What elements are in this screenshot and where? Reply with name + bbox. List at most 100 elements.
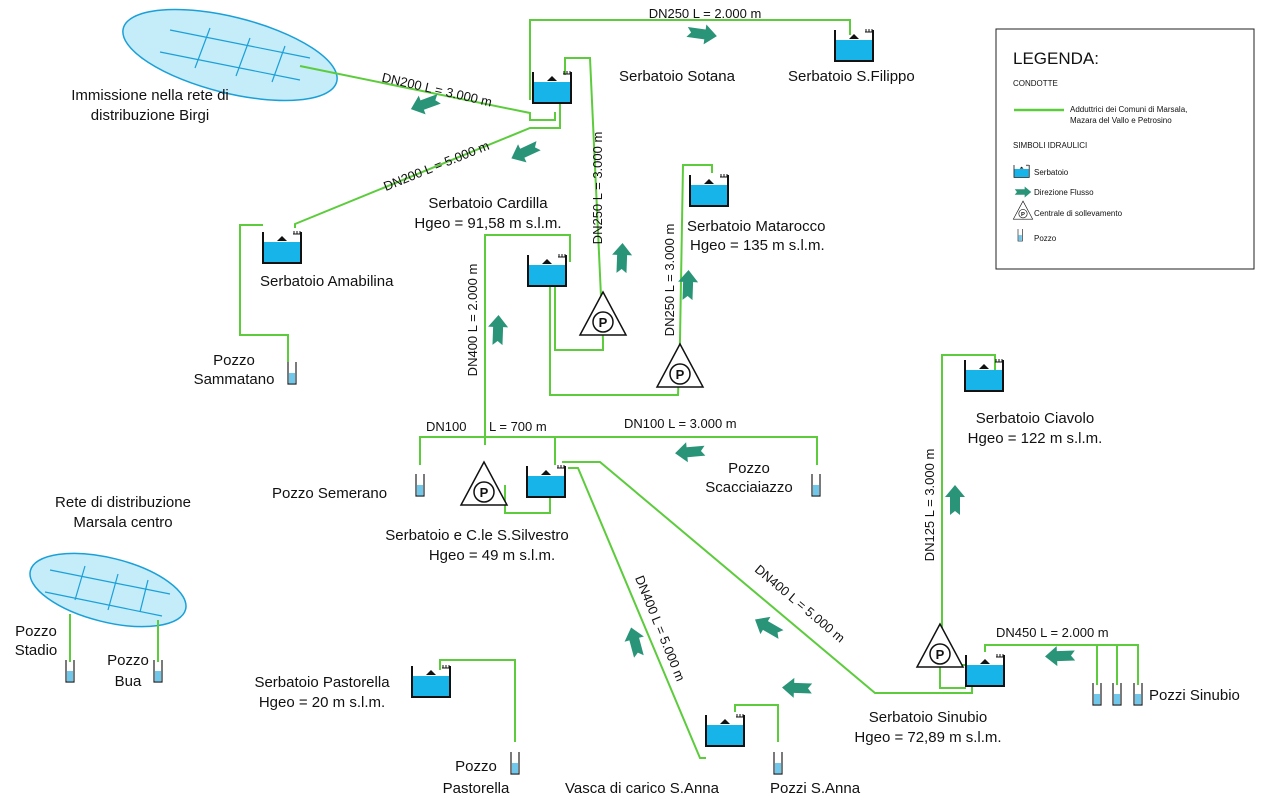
pipe-silvestro-sinubio xyxy=(562,461,973,694)
matarocco-hgeo: Hgeo = 135 m s.l.m. xyxy=(690,237,825,254)
scacciaiazzo-label: Pozzo xyxy=(728,460,770,477)
bua-label: Pozzo xyxy=(107,652,149,669)
pipe-pastorella xyxy=(439,659,516,742)
amabilina-label: Serbatoio Amabilina xyxy=(260,273,394,290)
birgi-label: distribuzione Birgi xyxy=(91,107,209,124)
sinubio-wells-label: Pozzi Sinubio xyxy=(1149,687,1240,704)
sinubio-tank-label: Serbatoio Sinubio xyxy=(869,709,987,726)
flow-arrow-icon xyxy=(507,136,543,168)
well-icon xyxy=(65,659,75,683)
stadio-label: Stadio xyxy=(15,642,58,659)
pump-station-icon: P xyxy=(579,291,627,336)
pipe-santanna-wells xyxy=(734,704,779,742)
sinubio-tank-hgeo: Hgeo = 72,89 m s.l.m. xyxy=(854,729,1001,746)
pipe-silvestro-pump xyxy=(504,485,551,514)
flow-arrow-icon xyxy=(945,485,965,515)
flow-arrow-icon xyxy=(750,610,786,644)
pipe-amabilina-sammatano xyxy=(239,224,289,362)
flow-arrow-icon xyxy=(781,677,813,699)
pump-station-icon: P xyxy=(916,623,964,668)
cardilla-label: Serbatoio Cardilla xyxy=(428,195,548,212)
pipe-sinubio-wells xyxy=(984,644,1139,685)
bua-label: Bua xyxy=(115,673,142,690)
pipe-label-dn125-ciavolo: DN125 L = 3.000 m xyxy=(922,449,937,562)
well-icon xyxy=(1133,682,1143,706)
legend-flow-label: Direzione Flusso xyxy=(1034,188,1094,197)
pipe-sotana-sfilippo xyxy=(529,19,851,100)
pipe-cardilla-silvestro xyxy=(484,234,571,445)
pipe-silvestro-santanna xyxy=(568,467,706,759)
flow-arrow-icon xyxy=(685,22,719,46)
pipe-label-dn250-cardilla: DN250 L = 3.000 m xyxy=(590,132,605,245)
svg-text:P: P xyxy=(676,367,685,382)
legend-pipe-desc: Mazara del Vallo e Petrosino xyxy=(1070,116,1172,125)
pipe-network xyxy=(69,19,1139,759)
svg-text:P: P xyxy=(936,647,945,662)
marsala-label: Marsala centro xyxy=(73,514,172,531)
legend-title: LEGENDA: xyxy=(1013,49,1099,68)
pipe-label-dn400-cardilla: DN400 L = 2.000 m xyxy=(465,264,480,377)
pipe-sinubio-ciavolo xyxy=(941,354,996,630)
pump-station-icon: P xyxy=(1013,200,1033,220)
well-icon xyxy=(1112,682,1122,706)
pipe-label-dn100-semerano: DN100 xyxy=(426,419,466,434)
pipe-semerano xyxy=(419,436,556,465)
semerano-label: Pozzo Semerano xyxy=(272,485,387,502)
tank-icon xyxy=(526,464,566,498)
santanna-wells-label: Pozzi S.Anna xyxy=(770,780,861,797)
matarocco-label: Serbatoio Matarocco xyxy=(687,218,825,235)
tank-icon xyxy=(689,173,729,207)
tank-icon xyxy=(411,664,451,698)
tank-icon xyxy=(527,253,567,287)
tank-icon xyxy=(532,70,572,104)
pipe-label-dn250-matarocco: DN250 L = 3.000 m xyxy=(662,224,677,337)
sammatano-label: Pozzo xyxy=(213,352,255,369)
pastorella-tank-label: Serbatoio Pastorella xyxy=(254,674,390,691)
cardilla-hgeo: Hgeo = 91,58 m s.l.m. xyxy=(414,215,561,232)
silvestro-hgeo: Hgeo = 49 m s.l.m. xyxy=(429,547,555,564)
pipe-label-dn400-santanna: DN400 L = 5.000 m xyxy=(632,573,688,683)
flow-arrow-icon xyxy=(621,624,649,660)
legend-well-label: Pozzo xyxy=(1034,234,1057,243)
birgi-label: Immissione nella rete di xyxy=(71,87,229,104)
sfilippo-label: Serbatoio S.Filippo xyxy=(788,68,915,85)
pipe-label-dn450-sinubio: DN450 L = 2.000 m xyxy=(996,625,1109,640)
ciavolo-hgeo: Hgeo = 122 m s.l.m. xyxy=(968,430,1103,447)
svg-text:P: P xyxy=(599,315,608,330)
pipe-label-dn100-scacciaiazzo: DN100 L = 3.000 m xyxy=(624,416,737,431)
pastorella-well-label: Pastorella xyxy=(443,780,510,797)
well-icon xyxy=(1092,682,1102,706)
legend-pipe-desc: Adduttrici dei Comuni di Marsala, xyxy=(1070,105,1187,114)
flow-arrow-icon xyxy=(674,440,706,464)
flow-arrow-icon xyxy=(487,314,509,346)
pastorella-tank-hgeo: Hgeo = 20 m s.l.m. xyxy=(259,694,385,711)
tank-icon xyxy=(705,713,745,747)
tank-icon xyxy=(964,358,1004,392)
svg-text:P: P xyxy=(1021,212,1025,218)
tank-icon xyxy=(965,653,1005,687)
stadio-label: Pozzo xyxy=(15,623,57,640)
sotana-label: Serbatoio Sotana xyxy=(619,68,736,85)
pipe-sotana-amabilina xyxy=(294,103,561,228)
tank-icon xyxy=(262,230,302,264)
tank-icon xyxy=(834,28,874,62)
marsala-network xyxy=(29,552,187,628)
pipe-sotana-pump xyxy=(554,57,604,351)
well-icon xyxy=(510,751,520,775)
sammatano-label: Sammatano xyxy=(194,371,275,388)
legend-symbols-header: SIMBOLI IDRAULICI xyxy=(1013,141,1087,150)
flow-arrow-icon xyxy=(1044,645,1076,667)
legend-pipes-header: CONDOTTE xyxy=(1013,79,1058,88)
pump-station-icon: P xyxy=(656,343,704,388)
well-icon xyxy=(153,659,163,683)
marsala-label: Rete di distribuzione xyxy=(55,494,191,511)
birgi-network xyxy=(122,8,338,102)
flow-arrow-icon xyxy=(611,242,633,274)
pipe-label-dn200-amabilina: DN200 L = 5.000 m xyxy=(381,138,491,194)
pipe-label-dn400-sinubio: DN400 L = 5.000 m xyxy=(752,562,848,646)
pipe-matarocco-pump xyxy=(549,164,713,396)
santanna-tank-label: Vasca di carico S.Anna xyxy=(565,780,720,797)
scacciaiazzo-label: Scacciaiazzo xyxy=(705,479,793,496)
pipe-sinubio-pump xyxy=(939,664,966,689)
pipe-label-dn250-sfilippo: DN250 L = 2.000 m xyxy=(649,6,762,21)
